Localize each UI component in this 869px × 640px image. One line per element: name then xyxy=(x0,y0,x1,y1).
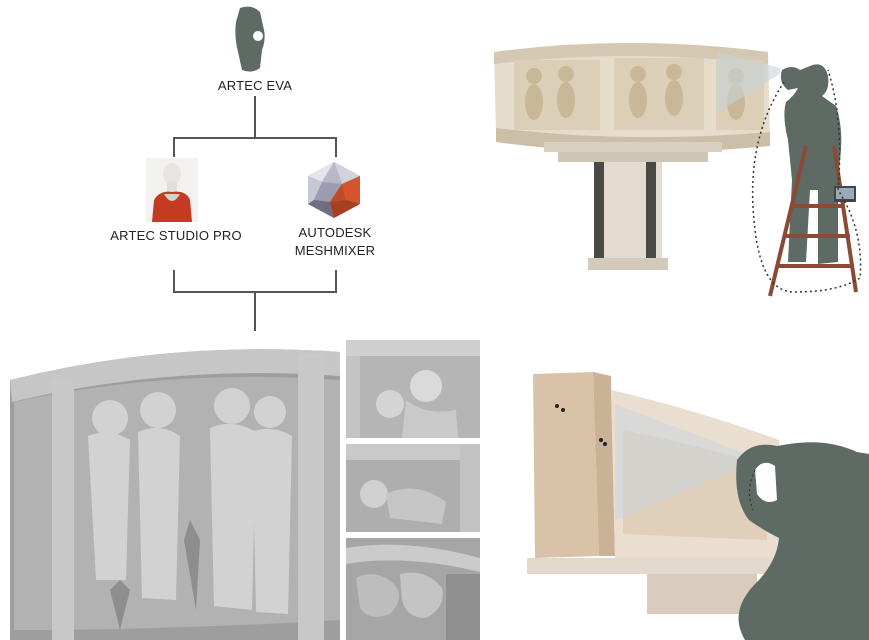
handheld-scanner-icon xyxy=(230,6,274,74)
mesh-detail-1 xyxy=(346,340,480,438)
mesh-detail-3 xyxy=(346,538,480,640)
mesh-render-main xyxy=(0,340,340,640)
workflow-diagram: ARTEC EVA ARTEC STUDIO PRO AUTODESK MESH… xyxy=(0,0,420,330)
connector-line xyxy=(173,270,175,292)
connector-line xyxy=(173,137,337,139)
software-left-label: ARTEC STUDIO PRO xyxy=(96,228,256,243)
mesh-detail-2 xyxy=(346,444,480,532)
software-right-label: AUTODESK MESHMIXER xyxy=(270,224,400,260)
pulpit-scene xyxy=(488,30,868,300)
connector-line xyxy=(254,291,256,331)
mesh-render-main-drawing xyxy=(0,340,340,640)
software-right-label-line2: MESHMIXER xyxy=(295,243,376,258)
bust-figure-icon xyxy=(146,158,198,222)
icosahedron-icon xyxy=(304,160,364,220)
connector-line xyxy=(173,137,175,157)
connector-line xyxy=(254,96,256,138)
scanning-closeup-photo xyxy=(527,370,869,640)
mesh-detail-3-drawing xyxy=(346,538,480,640)
connector-line xyxy=(335,270,337,292)
software-right-label-line1: AUTODESK xyxy=(299,225,372,240)
pulpit-photo xyxy=(488,30,868,300)
mesh-detail-1-drawing xyxy=(346,340,480,438)
connector-line xyxy=(335,137,337,157)
scanner-label: ARTEC EVA xyxy=(195,78,315,93)
scanning-closeup-scene xyxy=(527,370,869,640)
mesh-detail-2-drawing xyxy=(346,444,480,532)
